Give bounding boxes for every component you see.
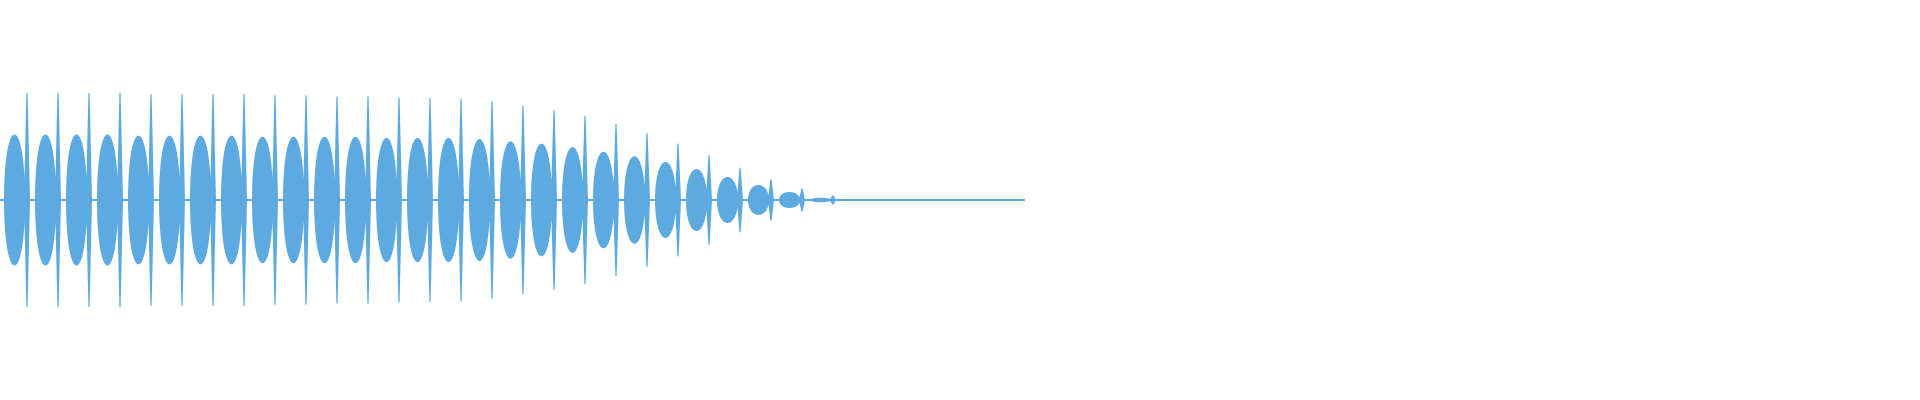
waveform-bursts bbox=[4, 93, 836, 307]
waveform-burst-bridge bbox=[117, 177, 121, 223]
waveform-burst-body bbox=[4, 134, 25, 266]
waveform-burst-bridge bbox=[24, 177, 28, 223]
waveform-burst-bridge bbox=[210, 177, 214, 223]
waveform-burst-body bbox=[283, 136, 304, 264]
waveform-burst-bridge bbox=[427, 178, 431, 222]
waveform-burst-body bbox=[66, 134, 87, 266]
waveform-burst-bridge bbox=[86, 177, 90, 223]
waveform-burst-bridge bbox=[706, 189, 710, 211]
waveform-burst-bridge bbox=[520, 179, 524, 221]
waveform-burst-bridge bbox=[768, 194, 772, 206]
waveform-burst-bridge bbox=[179, 177, 183, 223]
waveform-burst-bridge bbox=[644, 184, 648, 216]
waveform-burst-body bbox=[779, 191, 800, 209]
waveform-burst-body bbox=[655, 162, 676, 238]
waveform-burst-bridge bbox=[458, 178, 462, 222]
waveform-burst-bridge bbox=[799, 197, 803, 203]
waveform-burst-bridge bbox=[396, 178, 400, 222]
waveform-burst-body bbox=[128, 135, 149, 265]
waveform-burst-body bbox=[159, 135, 180, 265]
waveform-burst-body bbox=[345, 136, 366, 264]
waveform-burst-bridge bbox=[272, 177, 276, 223]
waveform-burst-bridge bbox=[148, 177, 152, 223]
waveform-burst-bridge bbox=[303, 177, 307, 223]
waveform-burst-body bbox=[221, 135, 242, 265]
waveform-burst-body bbox=[562, 147, 583, 253]
waveform-burst-body bbox=[810, 197, 831, 203]
waveform-burst-body bbox=[35, 134, 56, 266]
waveform-burst-body bbox=[500, 141, 521, 259]
waveform-burst-bridge bbox=[365, 177, 369, 223]
waveform-burst-bridge bbox=[551, 180, 555, 220]
waveform-burst-body bbox=[593, 151, 614, 249]
waveform-burst-bridge bbox=[830, 198, 834, 202]
waveform-burst-body bbox=[252, 136, 273, 264]
waveform-burst-body bbox=[438, 137, 459, 263]
waveform-burst-body bbox=[748, 185, 769, 215]
waveform-burst-body bbox=[190, 135, 211, 265]
waveform-burst-body bbox=[686, 168, 707, 232]
waveform-burst-body bbox=[624, 156, 645, 244]
waveform-burst-body bbox=[97, 134, 118, 266]
waveform-burst-body bbox=[407, 137, 428, 263]
waveform-burst-bridge bbox=[675, 186, 679, 214]
waveform-burst-body bbox=[531, 143, 552, 257]
waveform-burst-body bbox=[314, 136, 335, 264]
waveform-burst-bridge bbox=[55, 177, 59, 223]
waveform-burst-bridge bbox=[334, 177, 338, 223]
waveform-burst-bridge bbox=[737, 191, 741, 209]
waveform-burst-bridge bbox=[241, 177, 245, 223]
waveform-burst-body bbox=[376, 137, 397, 263]
waveform-burst-body bbox=[717, 177, 738, 223]
waveform-burst-bridge bbox=[582, 181, 586, 219]
waveform-burst-bridge bbox=[489, 178, 493, 222]
waveform-burst-body bbox=[469, 139, 490, 261]
waveform-burst-bridge bbox=[613, 183, 617, 217]
